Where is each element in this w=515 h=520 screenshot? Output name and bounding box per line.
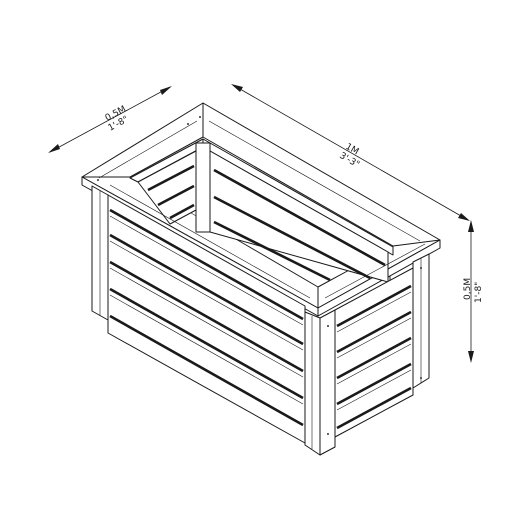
right-groove-3 — [336, 336, 412, 380]
height-dimension: 0,5M 1'-8" — [463, 220, 484, 363]
front-corner-post — [304, 309, 336, 456]
height-imperial-label: 1'-8" — [474, 282, 484, 303]
front-groove-3 — [109, 260, 304, 373]
depth-arrow-end — [160, 86, 172, 95]
front-groove-2 — [109, 233, 304, 346]
right-short-side — [334, 253, 430, 438]
front-groove-4 — [109, 287, 304, 400]
right-groove-5 — [336, 386, 412, 430]
cap-mitre-right — [392, 239, 441, 247]
height-arrow-bottom — [468, 351, 474, 363]
front-groove-5 — [109, 314, 304, 427]
right-groove-4 — [336, 362, 412, 406]
front-right-post-side — [319, 309, 336, 456]
width-dimension-line — [232, 84, 469, 221]
width-arrow-end — [458, 213, 470, 221]
height-arrow-top — [468, 220, 474, 232]
width-arrow-start — [231, 84, 243, 92]
front-groove-1 — [109, 208, 304, 321]
depth-dimension-line — [49, 86, 171, 153]
front-long-side — [91, 185, 306, 444]
front-right-post-face — [304, 311, 321, 456]
height-metric-label: 0,5M — [463, 278, 473, 300]
right-groove-2 — [336, 310, 412, 354]
depth-arrow-start — [48, 144, 60, 153]
width-imperial-label: 3'-3" — [338, 151, 361, 170]
right-groove-1 — [336, 284, 412, 328]
